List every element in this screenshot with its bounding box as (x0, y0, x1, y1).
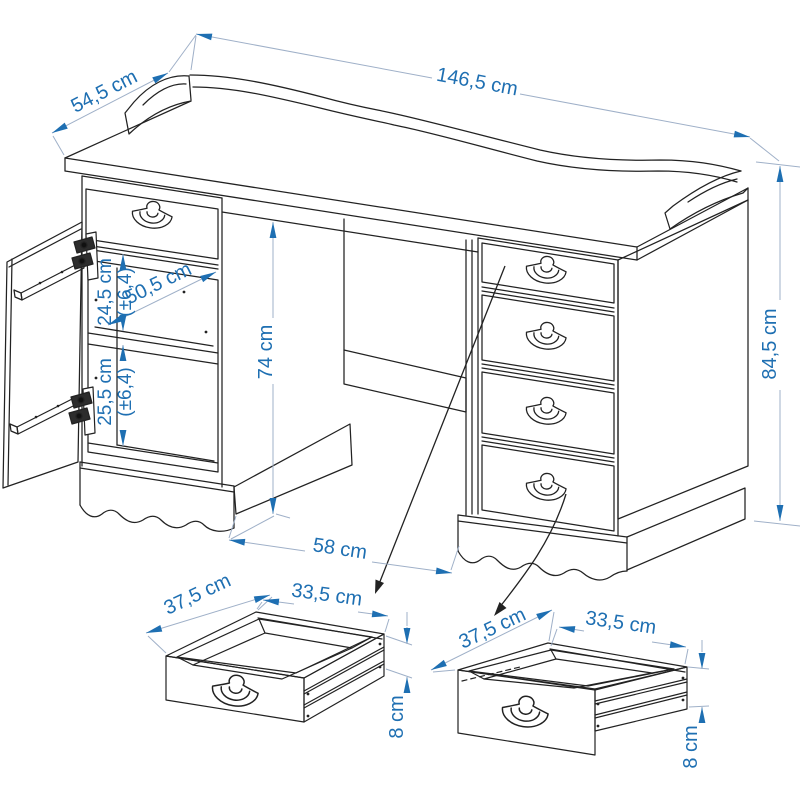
dim-drawer-right-depth-label: 37,5 cm (456, 604, 530, 654)
dim-lower-compartment-tolerance: (±6,4) (115, 367, 136, 417)
kneehole (221, 211, 479, 516)
dimension-lines (51, 33, 800, 723)
drawer-handle (209, 671, 262, 710)
drawer-detail-right (457, 642, 688, 756)
drawer-handle (523, 253, 569, 287)
dim-kneehole-height-label: 74 cm (255, 325, 277, 379)
right-side-panel (617, 199, 749, 520)
dim-desk-width-label: 146,5 cm (435, 64, 520, 101)
drawer-handle (523, 470, 569, 504)
dim-lower-compartment-label: 25,5 cm (95, 358, 116, 426)
drawer-front-4 (481, 444, 615, 532)
dim-desk-height-label: 84,5 cm (759, 308, 781, 379)
drawer-handle (523, 394, 569, 428)
detail-pointer-straight (375, 265, 506, 594)
drawer-front-2 (481, 294, 615, 382)
side-rail-right (664, 170, 749, 230)
dim-kneehole-width-label: 58 cm (311, 534, 368, 564)
right-plinth (457, 487, 746, 581)
dim-drawer-right-width-label: 33,5 cm (584, 607, 658, 639)
drawer-front-1 (481, 242, 615, 304)
cabinet-door-open (2, 221, 85, 489)
drawer-handle (523, 319, 569, 353)
dim-drawer-right-height-label: 8 cm (680, 725, 702, 768)
drawer-handle (129, 198, 175, 232)
dim-drawer-left-width-label: 33,5 cm (290, 580, 363, 611)
dim-upper-compartment-label: 24,5 cm (95, 258, 116, 326)
dimension-labels: 54,5 cm 146,5 cm 84,5 cm 74 cm 50,5 cm 2… (68, 64, 781, 769)
dim-desk-depth-label: 54,5 cm (68, 66, 141, 118)
modesty-panel (343, 349, 467, 413)
desk-artwork (2, 74, 749, 581)
dim-upper-compartment-tolerance: (±6,4) (115, 267, 136, 317)
desk-top (64, 100, 749, 261)
right-pedestal (457, 199, 749, 581)
left-pedestal (79, 175, 353, 532)
drawer-detail-left (165, 611, 385, 723)
drawer-front-3 (481, 371, 615, 455)
detail-pointer-curved (494, 493, 567, 616)
dim-drawer-left-height-label: 8 cm (386, 695, 408, 738)
left-drawer-front (85, 188, 219, 260)
drawer-handle (499, 692, 551, 731)
left-plinth (79, 423, 353, 532)
dim-drawer-left-depth-label: 37,5 cm (161, 570, 235, 620)
gallery-rail (188, 74, 742, 183)
